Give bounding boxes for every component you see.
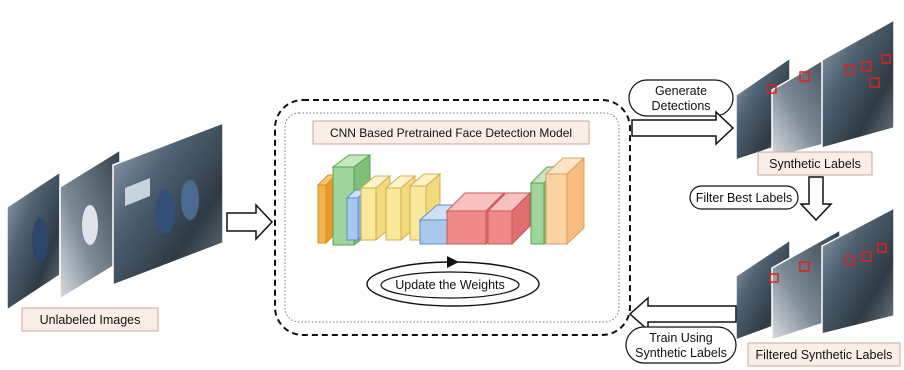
filtered-image-stack	[735, 206, 895, 342]
detection-box	[877, 243, 887, 253]
cycle-arrow-icon	[447, 256, 459, 268]
train-using-label: Train Using Synthetic Labels	[625, 326, 737, 364]
synthetic-image-stack	[735, 18, 895, 162]
monitor-screen	[125, 178, 150, 206]
person-figure	[181, 180, 199, 220]
cnn-layer-red	[486, 191, 532, 246]
detection-box	[844, 255, 855, 266]
detection-box	[869, 77, 880, 88]
generate-line1: Generate	[655, 84, 707, 98]
unlabeled-image-stack	[6, 121, 224, 312]
unlabeled-label: Unlabeled Images	[21, 307, 159, 332]
update-label-oval	[380, 271, 520, 299]
detection-box	[844, 64, 855, 75]
model-outer-dashed-border	[274, 99, 631, 336]
person-figure	[155, 190, 175, 234]
train-line1: Train Using	[649, 331, 712, 345]
generate-line2: Detections	[651, 99, 710, 113]
detection-box	[799, 261, 810, 272]
filtered-synthetic-labels-text: Filtered Synthetic Labels	[756, 348, 893, 362]
train-line2: Synthetic Labels	[635, 346, 727, 360]
detection-box	[769, 273, 779, 283]
detection-box	[799, 71, 810, 82]
cnn-layer-peach	[544, 156, 586, 246]
unlabeled-label-text: Unlabeled Images	[40, 313, 141, 327]
filter-best-labels-text: Filter Best Labels	[696, 191, 793, 205]
person-figure	[82, 205, 98, 245]
flow-arrow-icon	[226, 203, 274, 241]
filtered-synthetic-labels-label: Filtered Synthetic Labels	[747, 342, 901, 367]
down-arrow-icon	[799, 176, 833, 222]
image-frame-front	[821, 18, 895, 149]
image-frame-front	[821, 206, 895, 335]
synthetic-labels-text: Synthetic Labels	[769, 157, 861, 171]
model-inner-dotted-border	[284, 112, 620, 323]
detection-box	[861, 61, 872, 72]
person-figure	[32, 218, 48, 262]
train-arrow-icon	[628, 296, 737, 332]
detection-box	[861, 251, 872, 262]
model-title-text: CNN Based Pretrained Face Detection Mode…	[330, 126, 572, 140]
filter-best-labels-label: Filter Best Labels	[689, 185, 799, 210]
cnn-architecture	[316, 154, 586, 246]
detection-box	[881, 54, 891, 64]
update-weights-text: Update the Weights	[395, 278, 505, 292]
generate-detections-label: Generate Detections	[628, 79, 734, 117]
flow-arrow-icon	[631, 110, 735, 146]
update-weights-cycle: Update the Weights	[366, 256, 540, 307]
detection-box	[767, 84, 777, 94]
synthetic-labels-label: Synthetic Labels	[757, 151, 873, 176]
model-title-box: CNN Based Pretrained Face Detection Mode…	[312, 120, 590, 145]
